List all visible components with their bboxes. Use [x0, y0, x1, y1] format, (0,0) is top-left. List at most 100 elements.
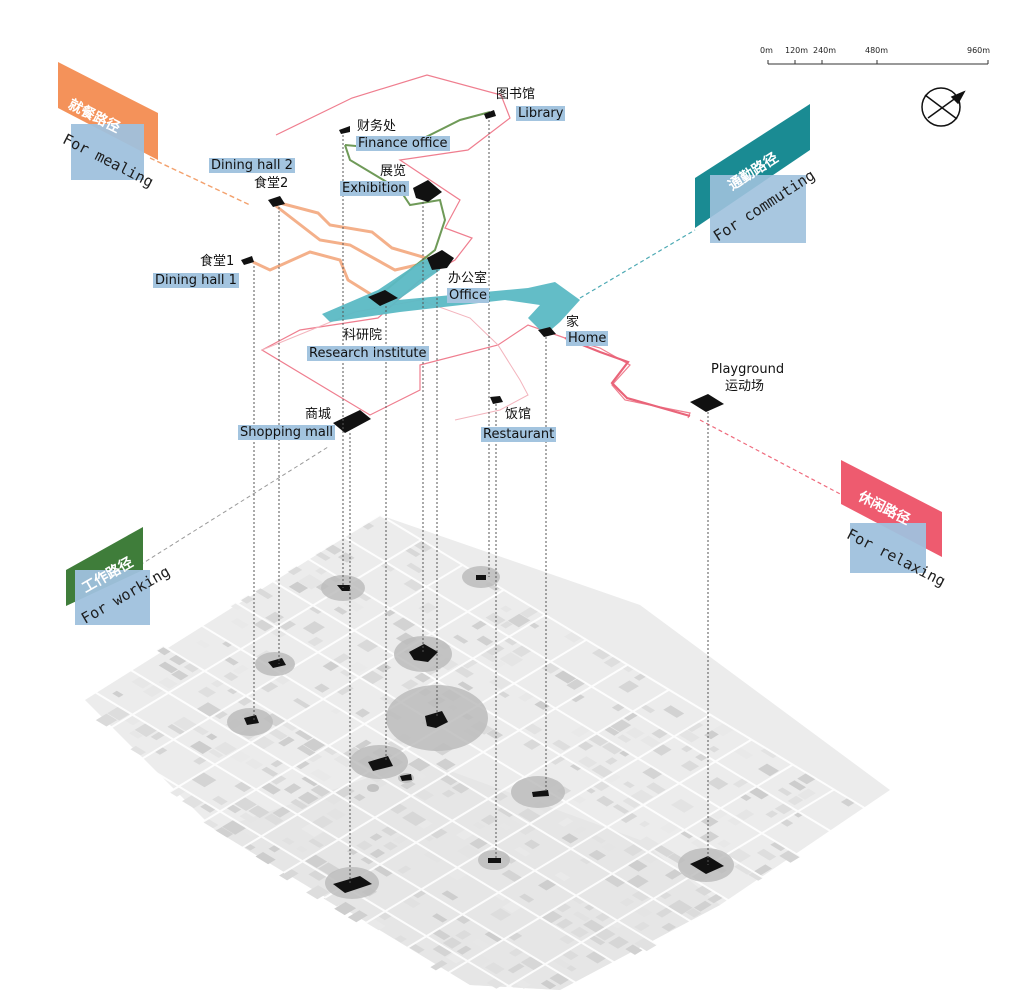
map-block: [507, 963, 525, 974]
scale-label-960: 960m: [967, 46, 991, 55]
map-block: [129, 730, 143, 739]
map-block: [381, 826, 398, 836]
map-block: [601, 741, 624, 755]
map-block: [573, 826, 587, 835]
map-block: [570, 763, 582, 771]
map-block: [423, 850, 444, 863]
map-block: [717, 839, 731, 848]
map-street: [90, 688, 607, 1000]
label-research-cn: 科研院: [343, 328, 383, 343]
map-block: [208, 749, 224, 758]
map-buildings: [244, 575, 724, 893]
map-block: [490, 659, 506, 669]
label-home-cn: 家: [566, 315, 580, 330]
map-block: [559, 934, 576, 945]
map-block: [489, 675, 513, 690]
label-playground-cn: 运动场: [725, 379, 765, 394]
map-block: [592, 648, 611, 660]
map-block: [406, 562, 424, 574]
map-block: [484, 962, 505, 975]
map-block: [699, 831, 719, 843]
map-block: [402, 896, 421, 908]
map-block: [603, 873, 626, 888]
map-block: [356, 638, 380, 653]
map-block: [476, 635, 494, 646]
map-block: [797, 788, 816, 800]
map-block: [507, 613, 531, 628]
map-block: [551, 957, 571, 969]
map-block: [604, 772, 621, 783]
map-block: [296, 744, 317, 757]
map-block: [770, 841, 786, 852]
map-block: [661, 922, 677, 932]
map-block: [446, 952, 464, 964]
map-block: [281, 720, 298, 731]
map-block: [727, 816, 743, 826]
map-block: [677, 729, 700, 743]
map-block: [154, 746, 168, 755]
map-blocks: [95, 522, 856, 990]
map-block: [555, 918, 574, 929]
map-block: [471, 938, 492, 951]
map-street: [35, 514, 381, 724]
map-street: [649, 838, 918, 1000]
map-block: [612, 804, 630, 814]
map-block: [524, 839, 541, 850]
map-block: [403, 578, 425, 592]
work-dash: [139, 446, 329, 566]
map-block: [310, 784, 332, 797]
map-block: [492, 791, 508, 801]
map-block: [416, 772, 428, 780]
map-block: [590, 834, 606, 844]
map-block: [408, 757, 432, 772]
map-block: [158, 677, 178, 689]
map-block: [342, 746, 362, 759]
map-block: [293, 698, 311, 709]
label-home-en: Home: [566, 331, 609, 346]
map-block: [685, 908, 702, 918]
map-block: [353, 793, 366, 802]
map-block: [196, 639, 211, 649]
map-block: [169, 654, 188, 666]
scale-label-0: 0m: [760, 46, 773, 55]
map-block: [485, 644, 505, 656]
map-block: [400, 780, 416, 790]
map-street: [76, 539, 422, 749]
map-block: [668, 899, 693, 915]
map-block: [510, 815, 530, 827]
map-block: [355, 708, 371, 718]
map-block: [420, 618, 442, 631]
map-block: [288, 581, 309, 594]
map-block: [383, 841, 398, 851]
commute-dash: [579, 229, 696, 299]
map-block: [171, 670, 189, 681]
map-block: [558, 817, 574, 827]
map-block: [191, 725, 209, 736]
map-block: [430, 960, 448, 971]
map-block: [540, 979, 557, 990]
mealing-paths: [252, 200, 441, 297]
map-block: [206, 733, 218, 741]
map-block: [355, 739, 372, 750]
map-block: [788, 780, 806, 791]
map-block: [758, 763, 779, 777]
map-block: [534, 700, 551, 710]
map-block: [619, 750, 631, 757]
map-block: [404, 547, 421, 557]
map-block: [287, 566, 303, 576]
map-block: [386, 740, 406, 752]
map-block: [302, 621, 325, 635]
map-block: [451, 782, 471, 794]
map-block: [301, 822, 325, 837]
label-finance-en: Finance office: [356, 136, 450, 151]
map-block: [456, 945, 472, 955]
map-block: [732, 778, 749, 788]
map-block: [375, 662, 392, 673]
banner-mealing: [58, 62, 158, 180]
map-block: [588, 849, 607, 861]
map-block: [603, 726, 620, 736]
map-block: [167, 724, 185, 735]
map-block: [618, 680, 639, 693]
label-library-cn: 图书馆: [496, 87, 536, 102]
label-dining1-en: Dining hall 1: [153, 273, 239, 288]
